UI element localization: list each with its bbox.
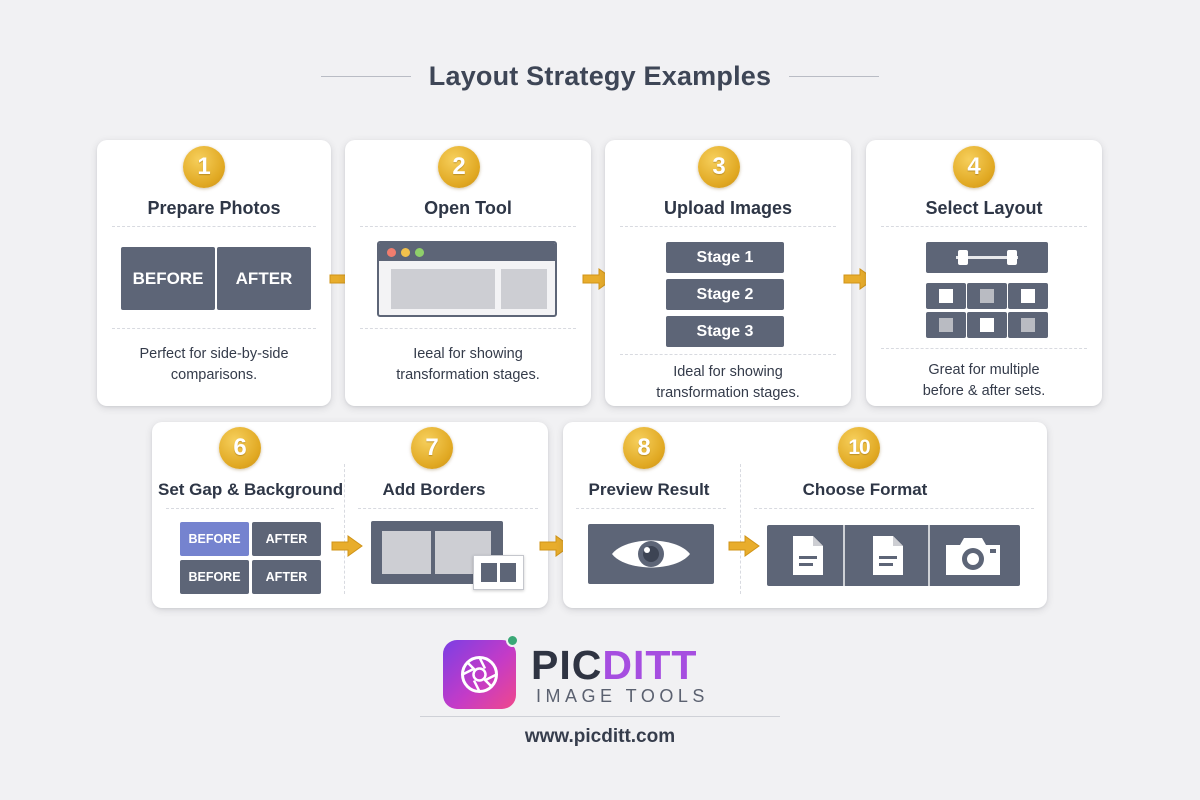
step-title-2: Open Tool [424,198,512,218]
grid-cell [967,283,1007,309]
before-tile: BEFORE [121,247,215,310]
step-divider-1a [112,226,316,227]
step-description-3: Ideal for showing transformation stages. [605,362,851,404]
step-divider-8 [576,508,726,509]
description-line: transformation stages. [396,367,540,383]
step-title-1: Prepare Photos [147,198,281,218]
step-title-4: Select Layout [925,198,1043,218]
eye-icon [612,540,690,568]
step-badge-4: 4 [953,146,995,188]
step-title-3: Upload Images [663,198,793,218]
format-divider [843,525,845,586]
step-divider-4a [881,226,1087,227]
aperture-icon [461,656,498,693]
logo-status-dot [506,634,519,647]
grid-cell [1008,312,1048,338]
description-line: Great for multiple [928,362,1040,378]
stage-tile-1: Stage 1 [666,242,784,273]
grid-cell [1008,283,1048,309]
step-description-4: Great for multiple before & after sets. [866,360,1102,402]
step-badge-7: 7 [411,427,453,469]
window-dot-green [415,248,424,257]
border-swatch-icon [473,555,524,590]
grid-cell [967,312,1007,338]
step-description-2: Ieeal for showing transformation stages. [345,344,591,386]
step-divider-1b [112,328,316,329]
step-divider-7 [358,508,538,509]
preview-tile [588,524,714,584]
browser-window-icon [377,241,557,317]
step-badge-6: 6 [219,427,261,469]
slider-handle-left [958,250,968,265]
description-line: comparisons. [170,367,258,383]
description-line: Ideal for showing [673,364,783,380]
footer-divider [420,716,780,717]
website-url[interactable]: www.picditt.com [524,726,676,747]
brand-name: PICDITT [531,643,697,687]
page-title: Layout Strategy Examples [428,60,772,91]
title-divider-left [320,75,411,77]
step-badge-3: 3 [698,146,740,188]
step-divider-vertical-b [740,464,741,594]
stage-tile-3: Stage 3 [666,316,784,347]
format-options [767,525,1020,586]
header: Layout Strategy Examples [0,56,1200,96]
grid-cell [926,312,966,338]
step-title-8: Preview Result [588,480,710,499]
step-divider-3b [620,354,836,355]
title-divider-right [789,75,880,77]
step-title-7: Add Borders [382,480,486,499]
after-tile: AFTER [217,247,311,310]
arrow-right-icon [331,535,363,557]
step-badge-10: 10 [838,427,880,469]
step-divider-2b [360,328,576,329]
description-line: Perfect for side-by-side [139,346,289,362]
after-tile: AFTER [252,560,321,594]
step-divider-vertical-a [344,464,345,594]
step-badge-1: 1 [183,146,225,188]
description-line: Ieeal for showing [413,346,523,362]
stage-tile-2: Stage 2 [666,279,784,310]
camera-icon [946,538,1000,575]
brand-name-part2: DITT [602,642,698,688]
before-tile-highlighted: BEFORE [180,522,249,556]
step-description-1: Perfect for side-by-side comparisons. [97,344,331,386]
window-dot-red [387,248,396,257]
brand-name-part1: PIC [531,642,603,688]
document-icon [793,536,823,575]
step-title-6: Set Gap & Background [158,480,344,499]
browser-panel-side [501,269,547,309]
step-badge-2: 2 [438,146,480,188]
description-line: before & after sets. [922,383,1046,399]
step-title-10: Choose Format [802,480,928,499]
frame-panel-left [382,531,431,574]
description-line: transformation stages. [656,385,800,401]
document-icon [873,536,903,575]
grid-cell [926,283,966,309]
before-tile: BEFORE [180,560,249,594]
step-divider-4b [881,348,1087,349]
format-divider [928,525,930,586]
step-divider-3a [620,226,836,227]
step-badge-8: 8 [623,427,665,469]
brand-tagline: IMAGE TOOLS [536,686,709,706]
bordered-frame-icon [371,521,503,584]
picditt-logo-icon [443,640,516,709]
step-divider-6 [166,508,334,509]
arrow-right-icon [728,535,760,557]
slider-handle-right [1007,250,1017,265]
after-tile: AFTER [252,522,321,556]
step-divider-10 [754,508,1034,509]
browser-toolbar [379,243,555,261]
window-dot-yellow [401,248,410,257]
step-divider-2a [360,226,576,227]
slider-bar-icon [926,242,1048,273]
browser-panel-main [391,269,495,309]
slider-track [956,256,1018,259]
